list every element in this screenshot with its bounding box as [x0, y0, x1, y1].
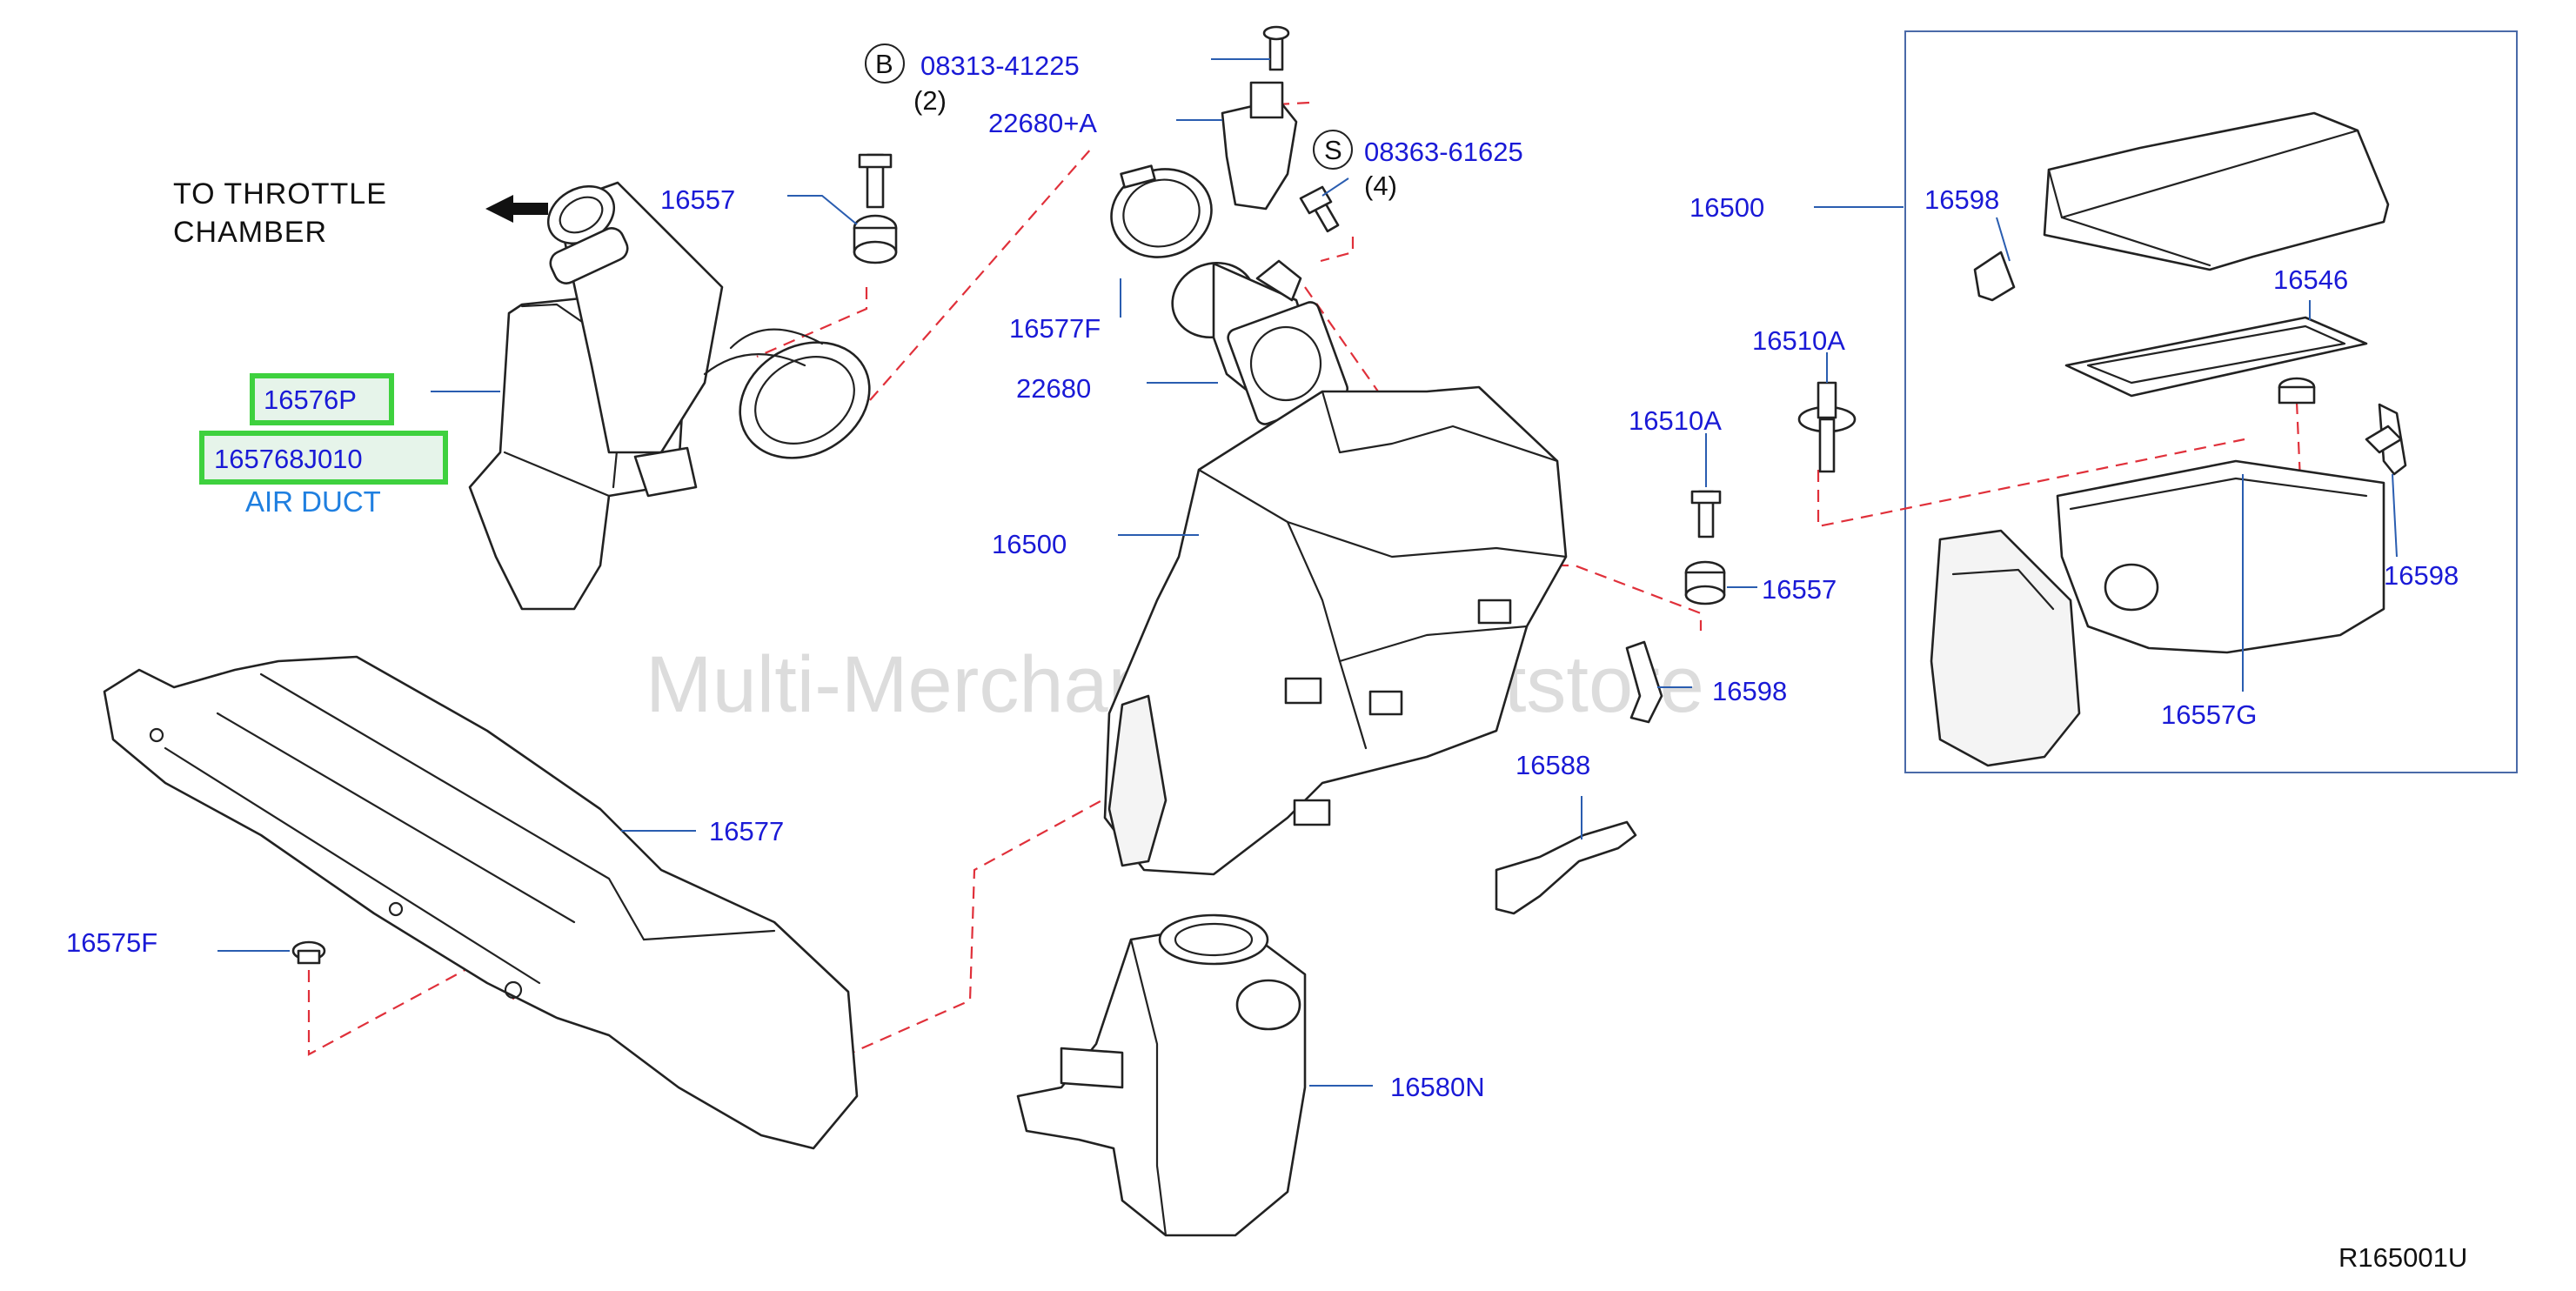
- upper-housing: [2043, 111, 2390, 271]
- intake-duct-lower: [103, 655, 859, 1150]
- air-duct-label: AIR DUCT: [245, 485, 381, 518]
- air-filter-element: [2064, 316, 2368, 398]
- callout-16557-mid[interactable]: 16557: [1762, 574, 1837, 605]
- reference-code: R165001U: [2338, 1242, 2467, 1273]
- callout-16580n[interactable]: 16580N: [1390, 1072, 1485, 1102]
- to-throttle-line1: TO THROTTLE: [173, 177, 387, 211]
- callout-08363-61625[interactable]: 08363-61625: [1364, 137, 1523, 167]
- badge-b-icon: B: [865, 43, 905, 84]
- callout-16598-box2[interactable]: 16598: [2384, 560, 2459, 591]
- bolt-s: [1299, 185, 1340, 233]
- callout-16598-mid[interactable]: 16598: [1712, 676, 1787, 706]
- exploded-view-box: [1904, 30, 2518, 773]
- highlight-16576p: [250, 373, 394, 425]
- arrow-to-throttle-icon: [485, 195, 548, 223]
- hose-clamp: [1110, 164, 1213, 258]
- callout-22680[interactable]: 22680: [1016, 373, 1091, 404]
- callout-16510a-1[interactable]: 16510A: [1752, 325, 1845, 356]
- air-cleaner-main: [1103, 385, 1568, 876]
- callout-16546[interactable]: 16546: [2273, 264, 2348, 295]
- callout-16500-main[interactable]: 16500: [992, 529, 1067, 559]
- qty-2: (2): [913, 85, 947, 116]
- grommet-16557-mid: [1684, 560, 1726, 605]
- callout-16598-box1[interactable]: 16598: [1924, 184, 1999, 215]
- bolt-grommet-top: [853, 153, 898, 264]
- callout-165768j010[interactable]: 165768J010: [214, 444, 363, 474]
- callout-08313-41225[interactable]: 08313-41225: [920, 50, 1080, 81]
- callout-16510a-2[interactable]: 16510A: [1629, 405, 1722, 436]
- clip-16598-box1: [1973, 251, 2016, 302]
- callout-16557-top[interactable]: 16557: [660, 184, 735, 215]
- to-throttle-line2: CHAMBER: [173, 216, 327, 249]
- callout-16500-box[interactable]: 16500: [1689, 192, 1764, 223]
- callout-16575f[interactable]: 16575F: [66, 927, 157, 958]
- clip-16575f: [291, 940, 326, 965]
- bracket-16588: [1495, 820, 1637, 915]
- callout-16588[interactable]: 16588: [1515, 750, 1590, 780]
- resonator-snorkel: [1016, 913, 1307, 1237]
- svg-text:S: S: [1324, 135, 1342, 165]
- highlight-165768j010: [199, 431, 448, 485]
- callout-16577f[interactable]: 16577F: [1009, 313, 1101, 344]
- lower-housing: [1930, 459, 2385, 767]
- callout-22680-a[interactable]: 22680+A: [988, 108, 1097, 138]
- svg-text:B: B: [875, 49, 893, 79]
- bolt-16510a-2: [1690, 490, 1722, 538]
- callout-16557g[interactable]: 16557G: [2161, 699, 2257, 730]
- grommet-16557g: [2278, 377, 2316, 405]
- qty-4: (4): [1364, 171, 1397, 201]
- callout-16577[interactable]: 16577: [709, 816, 784, 846]
- clip-16598-mid: [1625, 640, 1663, 724]
- clip-16598-box2: [2365, 403, 2407, 476]
- maf-sensor: [1221, 25, 1298, 211]
- callout-16576p[interactable]: 16576P: [264, 385, 357, 415]
- leader-lines: [217, 58, 2398, 1087]
- bolt-16510a-1: [1797, 381, 1857, 473]
- air-duct-part: [468, 181, 871, 611]
- badge-s-icon: S: [1313, 130, 1353, 170]
